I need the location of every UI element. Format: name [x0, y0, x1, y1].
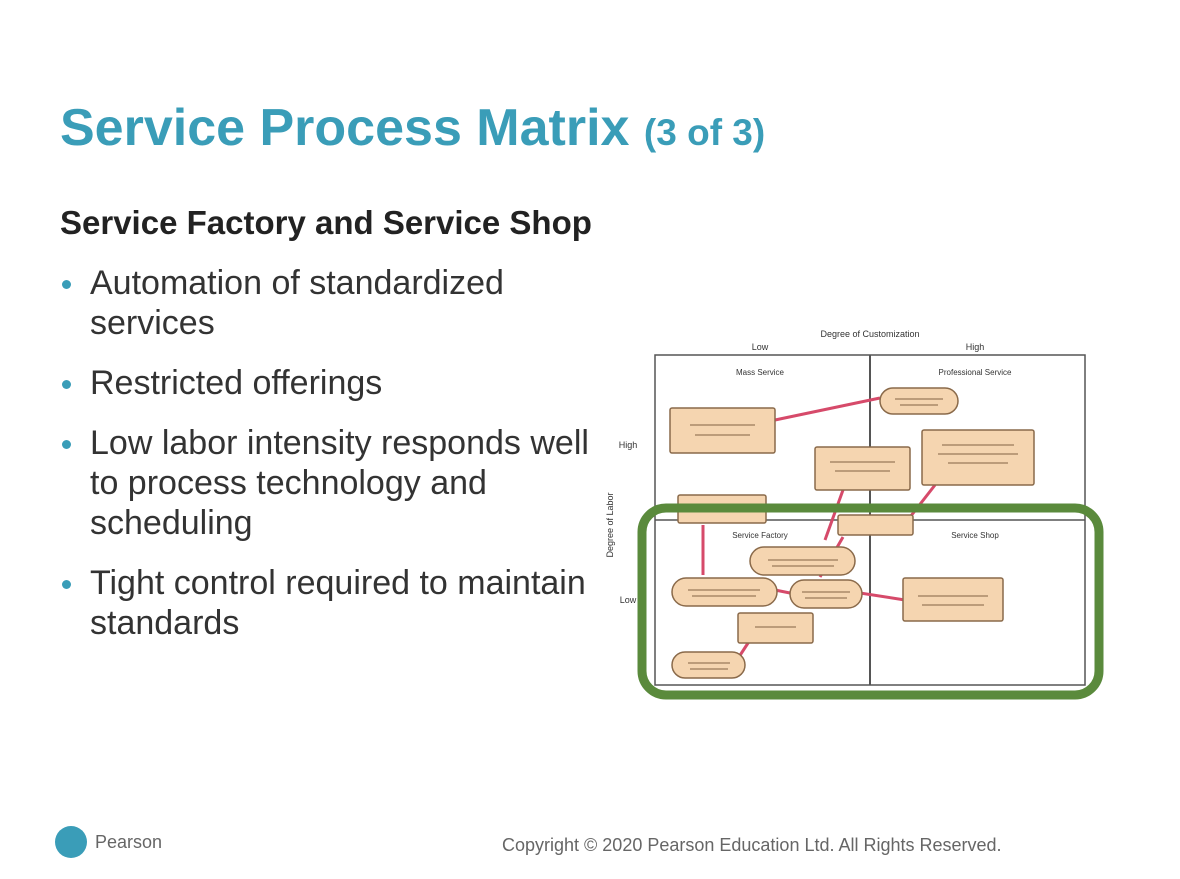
service-box: [902, 577, 1004, 622]
side-high-label: High: [619, 440, 638, 450]
side-axis-label: Degree of Labor: [605, 492, 615, 557]
pearson-logo-icon: [55, 826, 87, 858]
quadrant-label-professional-service: Professional Service: [939, 368, 1012, 377]
service-box: [921, 429, 1035, 486]
bullet-item: Automation of standardized services: [60, 263, 620, 343]
quadrant-label-service-factory: Service Factory: [732, 531, 788, 540]
service-box: [837, 514, 914, 536]
pearson-logo: Pearson: [55, 826, 162, 858]
service-box: [814, 446, 911, 491]
bullet-item: Low labor intensity responds well to pro…: [60, 423, 620, 543]
section-heading: Service Factory and Service Shop: [60, 204, 592, 241]
service-box: [749, 546, 856, 576]
top-axis-label: Degree of Customization: [820, 329, 919, 339]
bullet-list: Automation of standardized services Rest…: [60, 263, 620, 643]
pearson-logo-text: Pearson: [95, 831, 163, 852]
service-box: [669, 407, 776, 454]
title-suffix: (3 of 3): [643, 112, 766, 153]
title-main: Service Process Matrix: [60, 99, 630, 157]
top-low-label: Low: [752, 342, 769, 352]
quadrant-label-mass-service: Mass Service: [736, 368, 785, 377]
content-column: Service Factory and Service Shop Automat…: [60, 203, 620, 663]
copyright-notice: Copyright © 2020 Pearson Education Ltd. …: [502, 835, 1002, 855]
bullet-item: Tight control required to maintain stand…: [60, 563, 620, 643]
service-box: [789, 579, 863, 609]
side-low-label: Low: [620, 595, 637, 605]
quadrant-label-service-shop: Service Shop: [951, 531, 999, 540]
box-text-lines: [688, 398, 1018, 670]
service-boxes: [669, 387, 1035, 679]
service-factory-shop-highlight: [637, 503, 1104, 700]
bullet-item: Restricted offerings: [60, 363, 620, 403]
service-box: [671, 577, 778, 607]
service-box: [737, 612, 814, 644]
slide-title: Service Process Matrix (3 of 3): [60, 98, 765, 158]
service-box: [671, 651, 746, 679]
service-process-matrix-diagram: Degree of Customization Low High Degree …: [605, 329, 1104, 700]
top-high-label: High: [966, 342, 985, 352]
service-box: [879, 387, 959, 415]
